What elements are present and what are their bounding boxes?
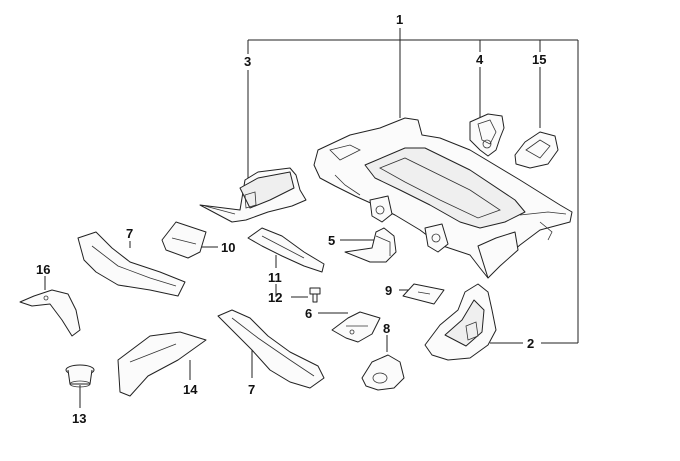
part-7-left-member: [77, 231, 186, 297]
part-6-bracket: [331, 311, 381, 343]
callout-12: 12: [268, 290, 282, 305]
callout-6: 6: [305, 306, 312, 321]
leader-lines: [44, 28, 579, 408]
part-2-right-pan: [424, 283, 497, 361]
callout-labels: 1 3 4 15 2 5 10 11 12 6 9 8 7 7 14 16 13: [36, 12, 546, 426]
callout-10: 10: [221, 240, 235, 255]
callout-7-upper: 7: [126, 226, 133, 241]
part-7-right-member: [217, 309, 325, 389]
callout-3: 3: [244, 54, 251, 69]
callout-9: 9: [385, 283, 392, 298]
part-4-bracket: [469, 113, 505, 157]
callout-4: 4: [476, 52, 484, 67]
part-12-bolt: [309, 287, 321, 303]
part-11-strut: [247, 227, 325, 273]
callout-16: 16: [36, 262, 50, 277]
callout-1: 1: [396, 12, 403, 27]
part-14-bracket: [117, 331, 207, 397]
part-5-bracket: [344, 227, 397, 263]
part-15-bracket: [514, 131, 559, 169]
part-3-left-pan: [199, 167, 307, 223]
part-16-bracket: [19, 289, 81, 337]
callout-7-lower: 7: [248, 382, 255, 397]
callout-2: 2: [527, 336, 534, 351]
part-1-floor-assembly: [313, 117, 573, 279]
part-13-plug: [65, 364, 95, 388]
part-9-plate: [402, 283, 445, 305]
callout-14: 14: [183, 382, 198, 397]
callout-11: 11: [268, 270, 282, 285]
callout-13: 13: [72, 411, 86, 426]
callout-8: 8: [383, 321, 390, 336]
part-10-clip: [161, 221, 207, 259]
callout-5: 5: [328, 233, 335, 248]
callout-15: 15: [532, 52, 546, 67]
part-8-mount: [361, 354, 405, 391]
